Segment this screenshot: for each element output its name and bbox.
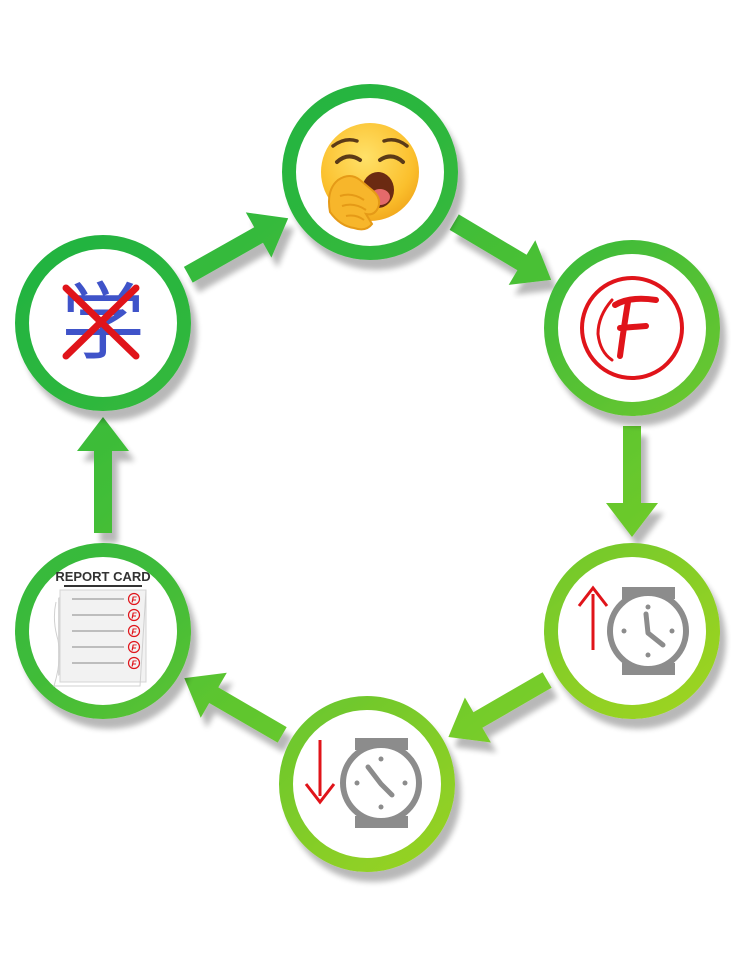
arrow-tired-to-failing-grade [449, 214, 552, 285]
yawning-face-icon [321, 123, 419, 231]
crossed-out-kanji-icon: 学 [61, 274, 145, 372]
arrow-report-card-to-no-study [77, 417, 129, 533]
report-card-title: REPORT CARD [55, 569, 150, 584]
grade-f-circle-icon [580, 276, 684, 380]
cycle-arrows [77, 212, 658, 743]
clock-icon [340, 738, 422, 828]
arrow-up-clock-icon [577, 585, 689, 675]
grade-mark: F [131, 643, 137, 653]
arrow-down-clock-icon [304, 738, 422, 828]
arrow-time-up-to-time-down [448, 672, 552, 743]
report-grade-row: F [72, 592, 141, 606]
report-grade-row: F [72, 608, 141, 622]
grade-mark: F [131, 659, 137, 669]
up-arrow-icon [577, 585, 609, 650]
arrow-failing-grade-to-time-up [606, 426, 658, 537]
report-grade-row: F [72, 624, 141, 638]
clock-icon [607, 587, 689, 675]
report-grade-row: F [72, 640, 141, 654]
arrow-no-study-to-tired [183, 212, 289, 283]
arrow-time-down-to-report-card [184, 672, 287, 743]
grade-mark: F [131, 627, 137, 637]
down-arrow-icon [304, 740, 336, 805]
report-grade-row: F [72, 656, 141, 670]
grade-mark: F [131, 611, 137, 621]
grade-mark: F [131, 595, 137, 605]
